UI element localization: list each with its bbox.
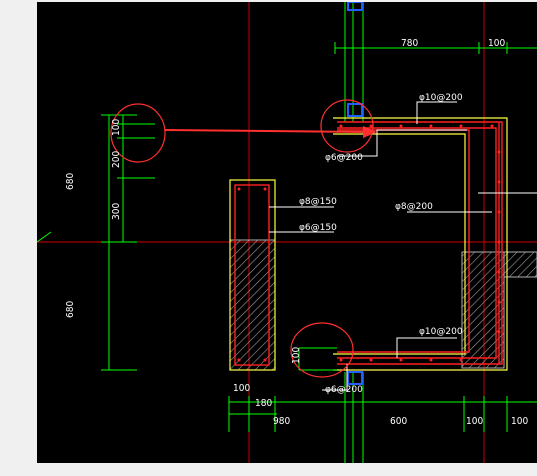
leader-bottom-slab — [396, 337, 457, 358]
dim-bottom-right-100-a: 100 — [466, 416, 483, 427]
dimension-lines — [37, 42, 537, 432]
label-top-slab: φ10@200 — [419, 93, 463, 103]
dim-bottom-600: 600 — [390, 416, 407, 427]
main-section-outline — [333, 117, 508, 371]
dim-bottom-right-100-b: 100 — [511, 416, 528, 427]
rebar-outer-2 — [337, 127, 497, 359]
highlight-circle-left — [110, 103, 166, 163]
column-marker-bottom — [347, 371, 363, 385]
dim-left-680-lower: 680 — [65, 301, 76, 318]
column-markers — [347, 2, 363, 385]
dim-left-100: 100 — [111, 119, 122, 136]
highlight-circle-bottom — [290, 322, 354, 378]
cad-drawing: 780 100 100 200 300 680 680 100 180 980 … — [37, 2, 537, 463]
concrete-outlines — [229, 117, 508, 371]
left-pier-hatch — [229, 239, 276, 371]
cad-drawing-canvas: 780 100 100 200 300 680 680 100 180 980 … — [37, 2, 537, 463]
highlight-circle-top — [320, 99, 374, 153]
rebar-outer — [337, 121, 503, 365]
rebar-dots — [237, 124, 501, 362]
leader-bottom-stirrup — [322, 364, 348, 391]
dim-bottom-980: 980 — [273, 416, 290, 427]
dim-bottom-callout-100: 100 — [291, 347, 302, 364]
right-slab-hatch — [503, 251, 537, 278]
left-pier-outline — [229, 179, 276, 371]
rebar-inner — [337, 129, 470, 353]
leader-top-left-stirrup — [337, 129, 467, 157]
leader-top-slab — [416, 101, 457, 124]
main-section-inner-outline — [333, 133, 466, 355]
dim-bottom-left-100: 100 — [233, 383, 250, 394]
wall-guides — [344, 2, 364, 463]
label-bottom-stirrup: φ6@200 — [325, 385, 363, 395]
left-pier-stirrup — [234, 184, 270, 366]
highlight-circles — [110, 99, 374, 378]
callout-arrow — [164, 126, 377, 138]
leader-lines — [269, 101, 537, 391]
label-right-wall: φ8@200 — [395, 202, 433, 212]
dim-top-100: 100 — [488, 38, 505, 49]
dim-bottom-left-180: 180 — [255, 398, 272, 409]
label-bottom-slab: φ10@200 — [419, 327, 463, 337]
column-marker-top — [347, 2, 363, 11]
label-left-pier-top: φ8@150 — [299, 197, 337, 207]
label-top-left-stirrup: φ6@200 — [325, 153, 363, 163]
dim-left-200: 200 — [111, 151, 122, 168]
column-marker-mid — [347, 103, 363, 117]
label-left-pier-bottom: φ6@150 — [299, 223, 337, 233]
dim-left-300: 300 — [111, 203, 122, 220]
dim-left-680-upper: 680 — [65, 173, 76, 190]
dim-top-780: 780 — [401, 38, 418, 49]
